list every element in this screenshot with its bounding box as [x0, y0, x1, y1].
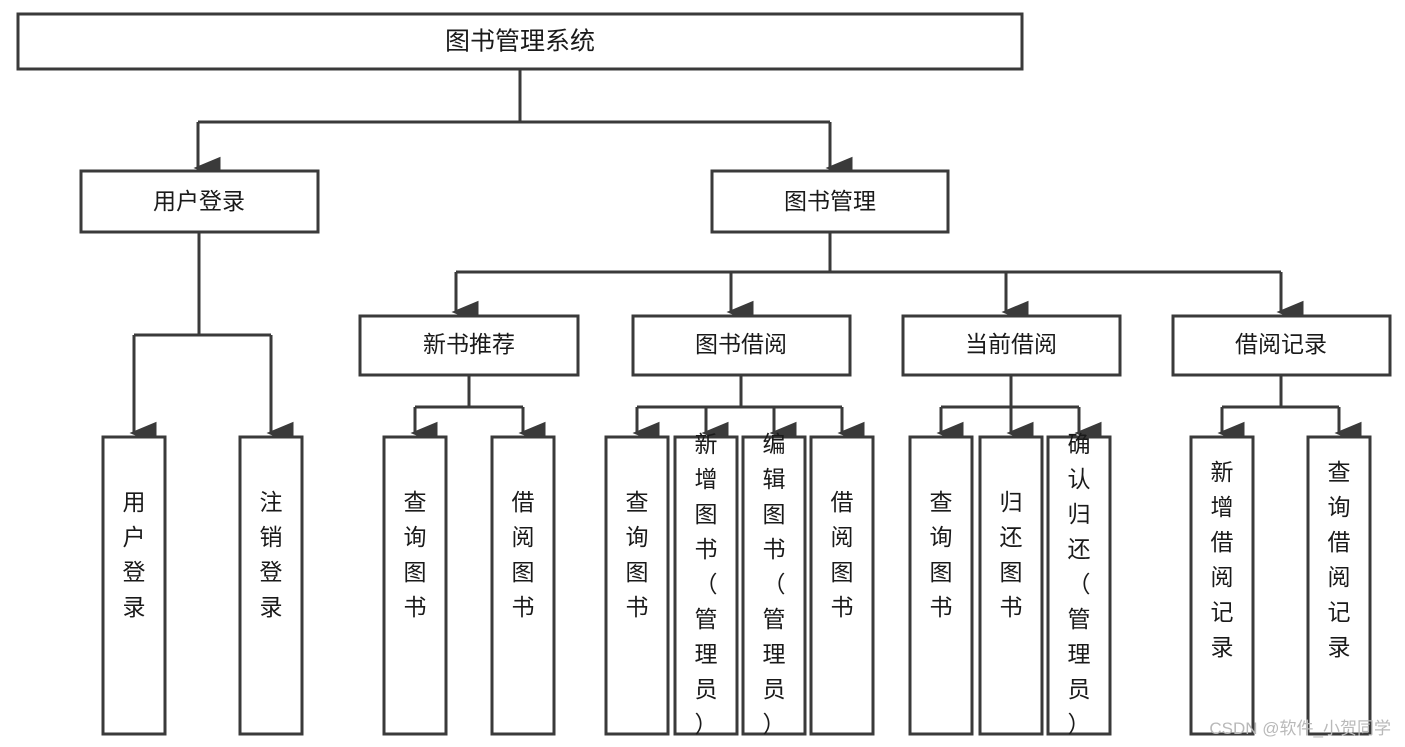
node-leaf-add-borrow-record-box[interactable]: [1189, 435, 1255, 736]
node-leaf-query-borrow-record-box[interactable]: [1306, 435, 1372, 736]
node-borrow-record[interactable]: 借阅记录: [1171, 314, 1392, 377]
edge-group-current-borrow-to-leaves: [936, 376, 1102, 445]
node-leaf-edit-book[interactable]: 编辑图书（管理员）: [741, 431, 807, 737]
edge-group-user-login-to-leaves: [129, 233, 294, 445]
node-leaf-query-book-recommend-label: 查询图书: [404, 489, 427, 620]
node-leaf-borrow-book-box[interactable]: [809, 435, 875, 736]
node-root[interactable]: 图书管理系统: [16, 12, 1024, 71]
node-leaf-confirm-return-box[interactable]: [1046, 435, 1112, 736]
node-leaf-query-book-current[interactable]: 查询图书: [908, 435, 974, 736]
node-current-borrow[interactable]: 当前借阅: [901, 314, 1122, 377]
node-new-book-recommend-box[interactable]: [358, 314, 580, 377]
node-leaf-borrow-book[interactable]: 借阅图书: [809, 435, 875, 736]
node-leaf-query-book-current-label: 查询图书: [930, 489, 953, 620]
edge-group-borrow-record-to-leaves: [1217, 376, 1362, 445]
node-leaf-query-book-recommend[interactable]: 查询图书: [382, 435, 448, 736]
node-leaf-user-login-label: 用户登录: [123, 489, 146, 620]
node-leaf-add-book-label: 新增图书（管理员）: [695, 431, 718, 737]
edge-group-book-borrow-to-leaves: [632, 376, 865, 445]
node-leaf-borrow-book-recommend[interactable]: 借阅图书: [490, 435, 556, 736]
node-leaf-query-borrow-record-label: 查询借阅记录: [1328, 459, 1351, 660]
node-leaf-confirm-return[interactable]: 确认归还（管理员）: [1046, 431, 1112, 737]
node-user-login-box[interactable]: [79, 169, 320, 234]
node-leaf-query-book-current-box[interactable]: [908, 435, 974, 736]
node-current-borrow-box[interactable]: [901, 314, 1122, 377]
node-leaf-query-book-borrow-label: 查询图书: [626, 489, 649, 620]
node-leaf-return-book[interactable]: 归还图书: [978, 435, 1044, 736]
node-book-borrow-box[interactable]: [631, 314, 852, 377]
edge-group-book-mgmt-to-level3: [451, 233, 1304, 324]
node-book-management-box[interactable]: [710, 169, 950, 234]
node-user-login[interactable]: 用户登录: [79, 169, 320, 234]
node-leaf-add-borrow-record[interactable]: 新增借阅记录: [1189, 435, 1255, 736]
node-leaf-add-borrow-record-label: 新增借阅记录: [1211, 459, 1234, 660]
node-root-label: 图书管理系统: [445, 28, 595, 56]
node-new-book-recommend-label: 新书推荐: [423, 331, 515, 357]
node-book-borrow-label: 图书借阅: [695, 331, 787, 357]
edge-group-root-to-level2: [193, 68, 853, 180]
node-leaf-add-book[interactable]: 新增图书（管理员）: [673, 431, 739, 737]
node-book-borrow[interactable]: 图书借阅: [631, 314, 852, 377]
edge-group-new-book-recommend-to-leaves: [410, 376, 546, 445]
node-leaf-edit-book-box[interactable]: [741, 435, 807, 736]
node-leaf-return-book-box[interactable]: [978, 435, 1044, 736]
node-leaf-query-book-recommend-box[interactable]: [382, 435, 448, 736]
node-leaf-logout-label: 注销登录: [260, 489, 283, 620]
node-root-box[interactable]: [16, 12, 1024, 71]
node-leaf-return-book-label: 归还图书: [1000, 489, 1023, 620]
node-book-management[interactable]: 图书管理: [710, 169, 950, 234]
node-book-management-label: 图书管理: [784, 188, 876, 214]
node-leaf-query-book-borrow-box[interactable]: [604, 435, 670, 736]
node-borrow-record-box[interactable]: [1171, 314, 1392, 377]
node-leaf-user-login[interactable]: 用户登录: [101, 435, 167, 736]
node-user-login-label: 用户登录: [153, 188, 245, 214]
node-borrow-record-label: 借阅记录: [1235, 331, 1327, 357]
node-leaf-borrow-book-recommend-box[interactable]: [490, 435, 556, 736]
node-leaf-logout-box[interactable]: [238, 435, 304, 736]
node-current-borrow-label: 当前借阅: [965, 331, 1057, 357]
node-leaf-confirm-return-label: 确认归还（管理员）: [1068, 431, 1091, 737]
node-leaf-logout[interactable]: 注销登录: [238, 435, 304, 736]
node-leaf-edit-book-label: 编辑图书（管理员）: [763, 431, 786, 737]
node-new-book-recommend[interactable]: 新书推荐: [358, 314, 580, 377]
node-leaf-add-book-box[interactable]: [673, 435, 739, 736]
node-leaf-borrow-book-label: 借阅图书: [831, 489, 854, 620]
node-leaf-query-borrow-record[interactable]: 查询借阅记录: [1306, 435, 1372, 736]
node-leaf-query-book-borrow[interactable]: 查询图书: [604, 435, 670, 736]
node-leaf-borrow-book-recommend-label: 借阅图书: [512, 489, 535, 620]
node-leaf-user-login-box[interactable]: [101, 435, 167, 736]
